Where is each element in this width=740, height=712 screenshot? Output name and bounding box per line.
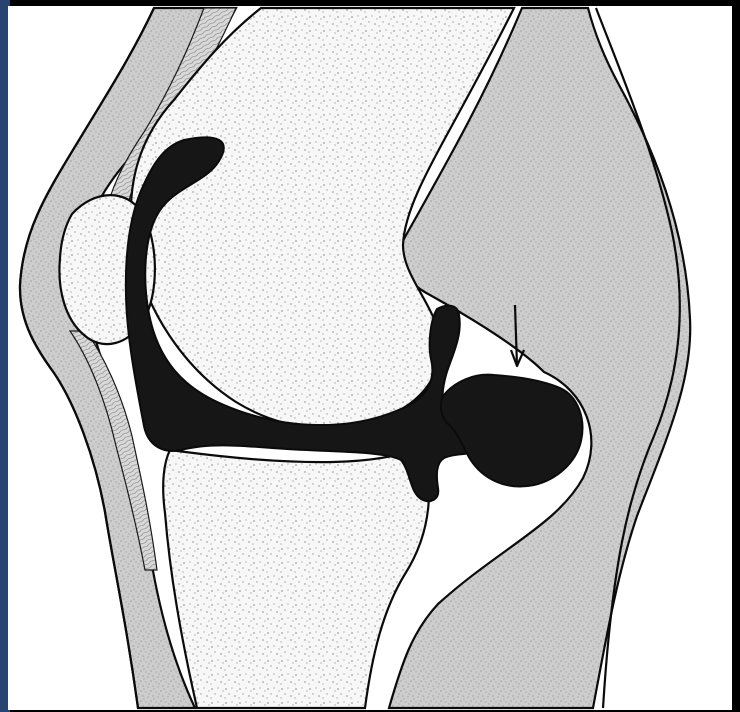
diagram-stage (0, 0, 740, 712)
knee-joint-diagram (0, 0, 740, 712)
